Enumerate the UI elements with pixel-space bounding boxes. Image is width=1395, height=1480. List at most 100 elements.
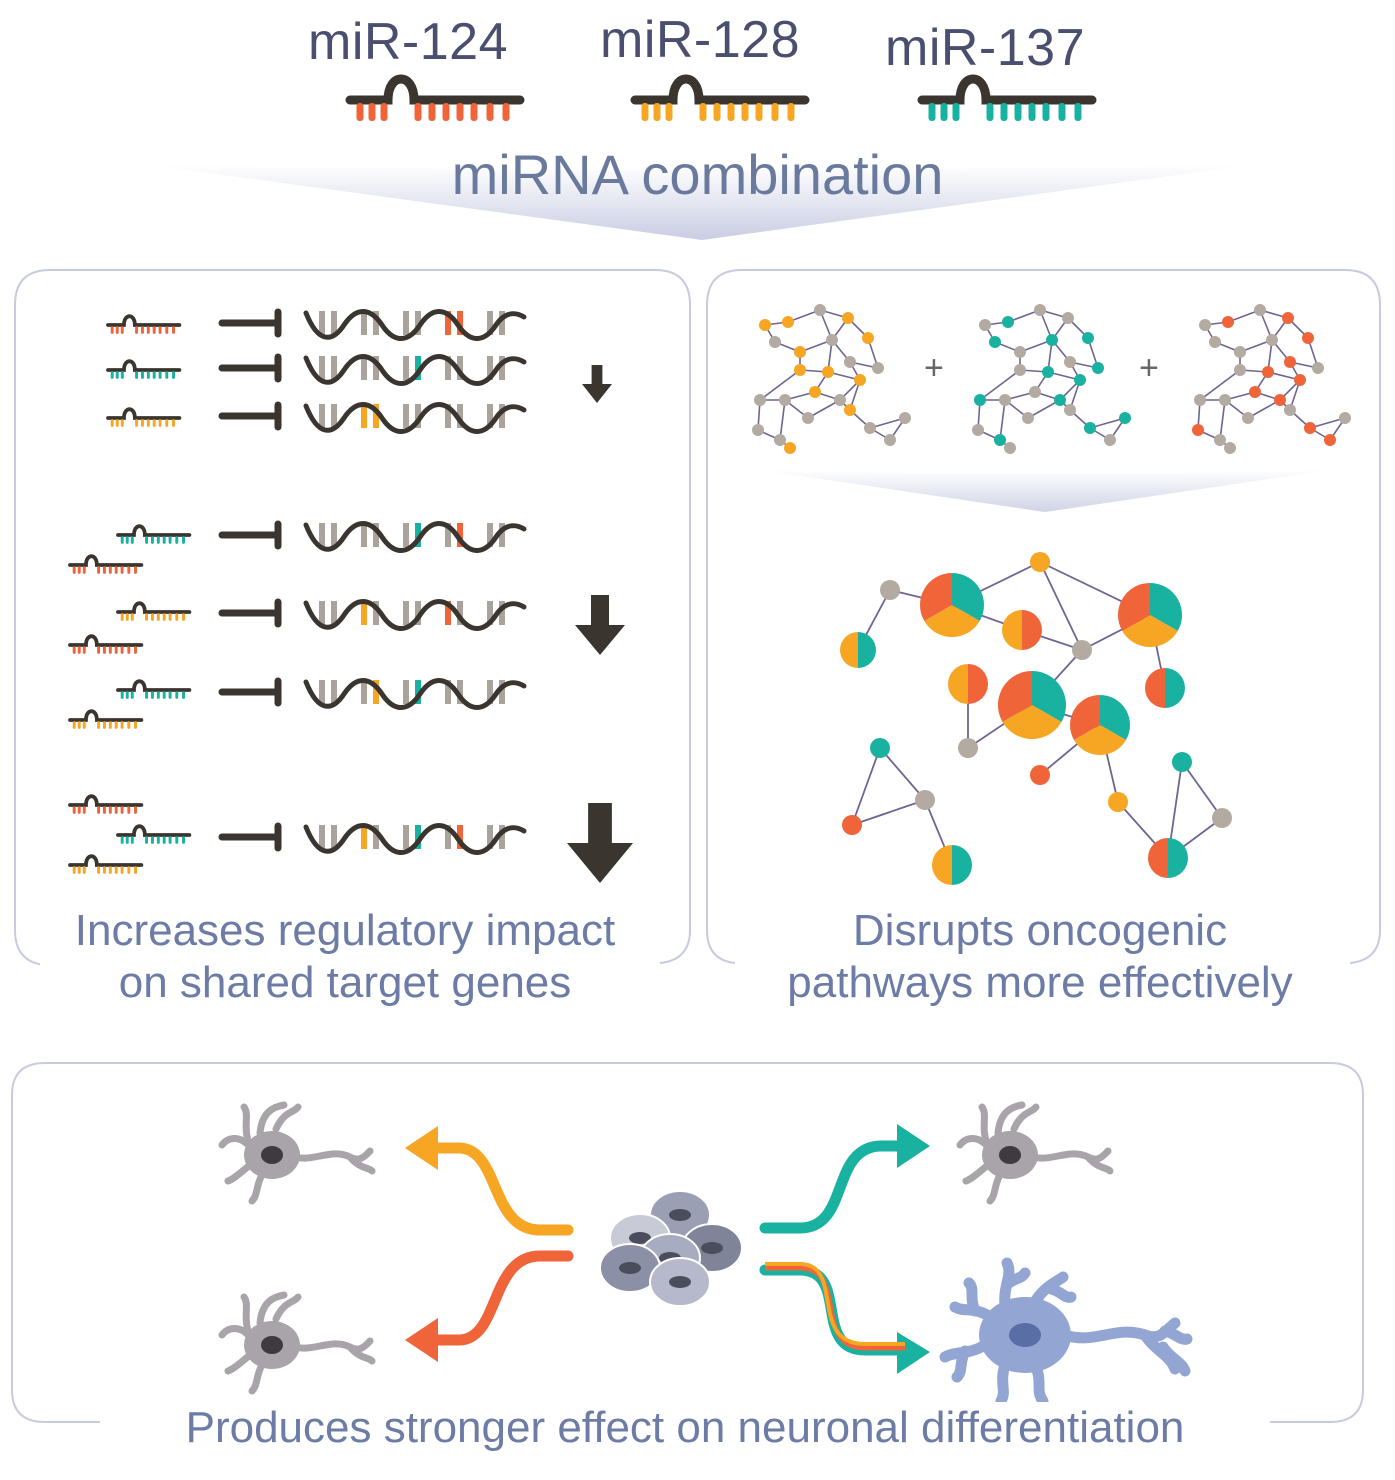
- mirna-base: [134, 566, 137, 574]
- network-node: [752, 424, 764, 436]
- pathway-arrowhead: [405, 1318, 438, 1362]
- network-node: [972, 424, 984, 436]
- mrna-base: [457, 311, 463, 335]
- right-panel-graphics: [752, 304, 1351, 885]
- network-node: [1004, 442, 1016, 454]
- network-node: [1282, 312, 1294, 324]
- mirna-base: [127, 806, 131, 814]
- network-node: [1002, 316, 1014, 328]
- left-panel-graphics: [68, 308, 633, 883]
- mirna-base: [97, 566, 101, 574]
- network-node: [826, 334, 838, 346]
- network-node: [1064, 356, 1076, 368]
- network-node: [1254, 304, 1266, 316]
- pair3-mir137-icon: [116, 679, 192, 699]
- two-color-node: [932, 845, 972, 885]
- network-node: [1234, 346, 1246, 358]
- merged-node: [1072, 640, 1092, 660]
- mirna-base: [125, 536, 129, 544]
- mirna-base: [108, 646, 112, 654]
- mrna-base: [499, 404, 505, 428]
- stem-cell-nucleus: [619, 1262, 641, 1274]
- mirna-base: [135, 326, 139, 334]
- mrna-base: [415, 680, 421, 704]
- mirna-base: [1058, 103, 1066, 121]
- two-color-node: [1145, 668, 1185, 708]
- mrna-base: [445, 404, 451, 428]
- mirna-base: [162, 536, 166, 544]
- network-node: [1062, 312, 1074, 324]
- mirna-base: [1042, 103, 1050, 121]
- mrna-base: [487, 523, 493, 547]
- mirna-base: [156, 836, 160, 844]
- mrna-base: [319, 311, 325, 335]
- mirna-base: [168, 613, 172, 621]
- mrna-base: [415, 356, 421, 380]
- mirna-backbone: [68, 709, 144, 722]
- network-node: [802, 412, 814, 424]
- mirna-backbone: [68, 554, 144, 567]
- network-node: [1284, 356, 1296, 368]
- network-node: [769, 336, 781, 348]
- mrna-base: [331, 825, 337, 849]
- mirna-base: [146, 371, 150, 379]
- mrna-base: [415, 601, 421, 625]
- inhibition-symbol: [218, 401, 282, 431]
- pathway-arrowhead: [405, 1126, 438, 1170]
- network-node: [862, 332, 874, 344]
- mirna-base: [641, 103, 649, 121]
- pair1-target-mrna: [303, 521, 527, 553]
- network-node: [794, 364, 806, 376]
- mirna-base: [146, 326, 150, 334]
- combined-pathway-line-orange: [765, 1262, 905, 1346]
- mirna-base: [168, 691, 172, 699]
- mirna-base: [940, 103, 948, 121]
- network-node: [854, 374, 866, 386]
- mirna-base: [368, 103, 376, 121]
- network-node: [842, 312, 854, 324]
- mirna-base: [114, 806, 118, 814]
- right-caption-line2: pathways more effectively: [787, 958, 1293, 1007]
- mirna-base: [158, 419, 162, 427]
- merged-node: [915, 790, 935, 810]
- network-node: [1194, 394, 1206, 406]
- mirna-base: [152, 326, 156, 334]
- mirna-base: [727, 103, 735, 121]
- combination-funnel: [150, 165, 1250, 240]
- network-node: [1082, 332, 1094, 344]
- pie-slice: [1032, 671, 1066, 722]
- mrna-base: [331, 601, 337, 625]
- mirna-base: [150, 536, 154, 544]
- network-node: [1074, 374, 1086, 386]
- network-node: [1192, 424, 1204, 436]
- mirna-base: [140, 371, 144, 379]
- network-edge: [1247, 399, 1281, 419]
- mirna-base: [120, 836, 124, 844]
- merged-edge: [1181, 761, 1223, 819]
- mirna-base: [115, 371, 119, 379]
- merged-edge: [879, 747, 926, 801]
- pair2-target-mrna: [303, 599, 527, 631]
- pie-slice: [952, 845, 972, 885]
- mrna-base: [445, 825, 451, 849]
- mrna-base: [445, 356, 451, 380]
- mrna-base: [487, 680, 493, 704]
- mirna-base: [115, 419, 119, 427]
- mirna-base: [120, 691, 124, 699]
- mirna-base: [665, 103, 673, 121]
- mrna-base: [319, 404, 325, 428]
- network-node: [822, 366, 834, 378]
- network-node: [809, 386, 821, 398]
- mrna-base: [457, 523, 463, 547]
- mirna-base: [158, 326, 162, 334]
- mrna-base: [373, 680, 379, 704]
- mirna-base: [168, 536, 172, 544]
- mirna-base: [1028, 103, 1036, 121]
- mrna-base: [373, 311, 379, 335]
- mirna-backbone: [68, 854, 144, 867]
- mirna-base: [120, 326, 124, 334]
- network-node: [1014, 364, 1026, 376]
- merged-edge: [851, 799, 926, 826]
- mirna-base: [108, 566, 112, 574]
- mrna-base: [499, 601, 505, 625]
